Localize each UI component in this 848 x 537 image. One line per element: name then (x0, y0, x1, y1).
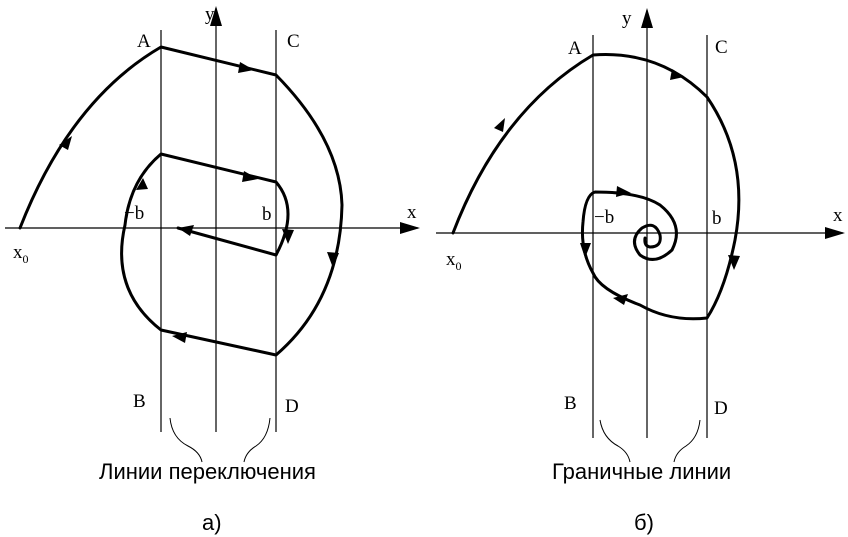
panel-a-minus-b-label: −b (124, 203, 144, 224)
panel-b-arrow-4 (613, 294, 628, 305)
panel-a-arrow-2 (238, 62, 254, 73)
panel-a-arrow-5 (136, 178, 148, 190)
panel-b-caption: Граничные линии (552, 459, 731, 484)
panel-a-trajectory (18, 45, 344, 357)
panel-a-arrow-7 (282, 229, 294, 244)
panel-b-y-label: y (622, 8, 632, 29)
panel-b-minus-b-label: −b (594, 207, 614, 228)
panel-a-arrow-4 (172, 332, 187, 343)
panel-b-arrow-6 (616, 186, 631, 197)
panel-a-arrow-1 (59, 136, 72, 150)
panel-b-plus-b-label: b (712, 208, 722, 229)
panel-a-point-b-label: B (133, 391, 146, 412)
panel-b-point-b-label: B (564, 393, 577, 414)
panel-a-arrow-3 (327, 252, 339, 268)
panel-b: y x A C B D −b b x0 Граничные линии б) (436, 8, 845, 535)
panel-b-brace-left (599, 419, 631, 463)
panel-b-point-c-label: C (715, 37, 728, 58)
panel-a: y x A C B D −b b x0 Линии переключения а… (5, 4, 420, 535)
panel-a-caption: Линии переключения (99, 459, 316, 484)
panel-a-point-c-label: C (287, 31, 300, 52)
panel-b-point-a-label: A (568, 38, 582, 59)
panel-a-y-label: y (205, 4, 215, 25)
panel-a-brace-right (243, 417, 271, 463)
panel-a-x0-label: x0 (13, 242, 29, 266)
panel-a-point-a-label: A (137, 31, 151, 52)
panel-a-point-d-label: D (285, 396, 299, 417)
panel-b-point-d-label: D (714, 398, 728, 419)
panel-b-label: б) (634, 510, 654, 535)
panel-a-label: а) (202, 510, 222, 535)
panel-b-arrow-2 (670, 69, 684, 80)
panel-b-trajectory (451, 53, 741, 321)
panel-b-arrow-3 (728, 255, 740, 270)
panel-b-x-label: x (833, 205, 843, 226)
panel-b-x0-label: x0 (446, 249, 462, 273)
panel-b-brace-right (673, 419, 701, 463)
panel-a-arrow-6 (242, 171, 258, 182)
panel-b-arrow-1 (494, 118, 505, 132)
panel-a-brace-left (169, 417, 203, 463)
panel-a-arrow-8 (178, 225, 194, 236)
panel-a-x-label: x (407, 202, 417, 223)
panel-b-arrow-5 (580, 243, 591, 258)
panel-a-plus-b-label: b (262, 204, 272, 225)
